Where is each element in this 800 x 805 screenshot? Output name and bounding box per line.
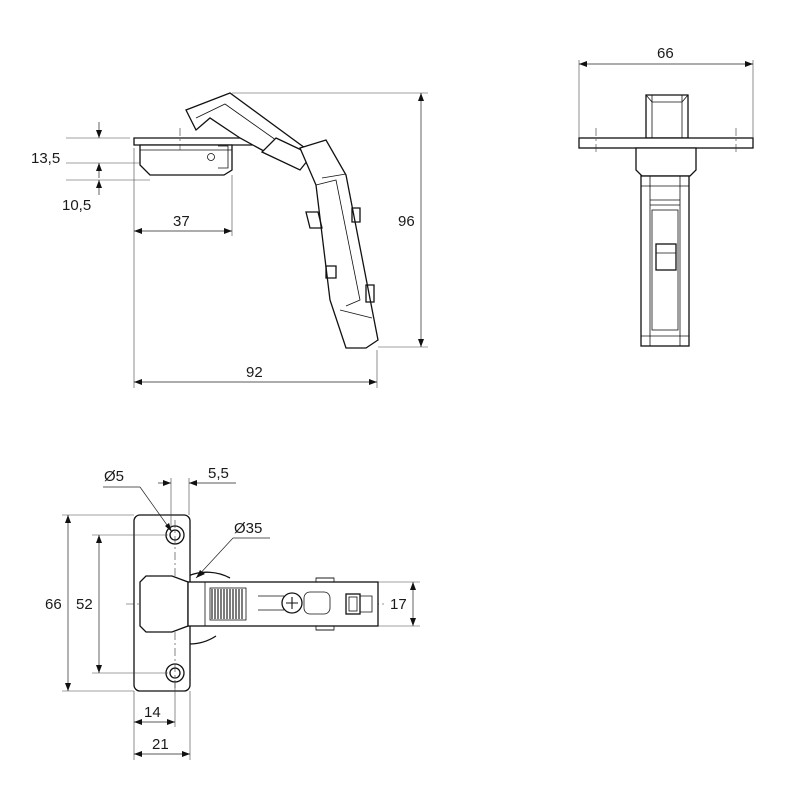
dim-arm-height: 17 [390,596,407,613]
dim-plate-depth: 21 [152,736,169,753]
dim-overall-height: 96 [398,213,415,230]
dim-overall-width: 92 [246,364,263,381]
side-view: 13,5 10,5 37 96 92 [31,92,428,388]
spring-hatch [211,589,243,619]
dim-cup-diameter: Ø35 [234,520,262,537]
dim-plate-height: 66 [45,596,62,613]
dim-hole-offset: 5,5 [208,465,229,482]
dim-cup-offset: 10,5 [62,197,91,214]
top-view: Ø5 5,5 Ø35 66 52 17 [45,465,420,760]
dim-hole-diameter: Ø5 [104,468,124,485]
dim-hole-position: 14 [144,704,161,721]
end-view: 66 [578,45,754,347]
dim-cup-depth: 13,5 [31,150,60,167]
dim-cup-width: 37 [173,213,190,230]
dim-plate-width: 66 [657,45,674,62]
dim-hole-spacing: 52 [76,596,93,613]
